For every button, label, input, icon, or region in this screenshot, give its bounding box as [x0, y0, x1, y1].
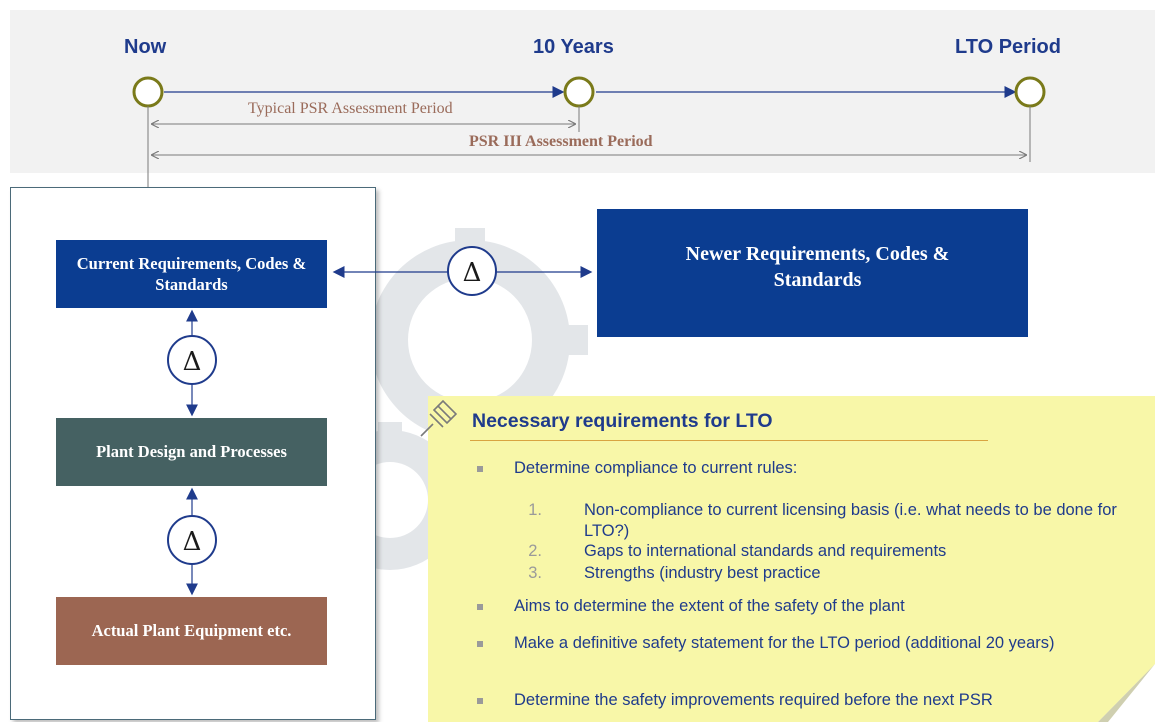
delta-circle-upper — [167, 335, 217, 385]
pushpin-icon — [420, 399, 458, 437]
current-requirements-box: Current Requirements, Codes & Standards — [56, 240, 327, 308]
delta-symbol-lower: Δ — [183, 527, 202, 557]
note-sub-item-1: 1. Non-compliance to current licensing b… — [528, 501, 1117, 541]
bullet-square-icon — [477, 466, 483, 472]
ten-years-label: 10 Years — [533, 36, 614, 58]
newer-requirements-box: Newer Requirements, Codes & Standards — [597, 209, 1028, 337]
psr3-period-label: PSR III Assessment Period — [469, 133, 653, 150]
bullet-square-icon — [477, 641, 483, 647]
plant-design-box: Plant Design and Processes — [56, 418, 327, 486]
now-label: Now — [124, 36, 167, 58]
lto-requirements-note — [428, 396, 1155, 722]
ten-years-node-icon — [563, 76, 595, 108]
note-bullet-2: Aims to determine the extent of the safe… — [472, 596, 1132, 617]
typical-psr-period-label: Typical PSR Assessment Period — [248, 100, 453, 117]
note-title: Necessary requirements for LTO — [472, 410, 773, 432]
bullet-square-icon — [477, 698, 483, 704]
delta-symbol-upper: Δ — [183, 347, 202, 377]
note-bullet-1: Determine compliance to current rules: — [472, 458, 1132, 479]
note-bullet-4: Determine the safety improvements requir… — [472, 690, 1132, 711]
lto-period-label: LTO Period — [955, 36, 1061, 58]
lto-node-icon — [1014, 76, 1046, 108]
page-curl-icon — [1098, 664, 1155, 722]
now-node-icon — [132, 76, 164, 108]
bullet-square-icon — [477, 604, 483, 610]
delta-circle-lower — [167, 515, 217, 565]
note-bullet-3: Make a definitive safety statement for t… — [472, 633, 1132, 654]
note-sub-item-2: 2. Gaps to international standards and r… — [528, 542, 947, 560]
note-title-underline — [470, 440, 988, 441]
plant-equipment-box: Actual Plant Equipment etc. — [56, 597, 327, 665]
note-sub-item-3: 3. Strengths (industry best practice — [528, 564, 821, 582]
delta-symbol-horizontal: Δ — [463, 258, 482, 288]
delta-circle-horizontal — [447, 246, 497, 296]
